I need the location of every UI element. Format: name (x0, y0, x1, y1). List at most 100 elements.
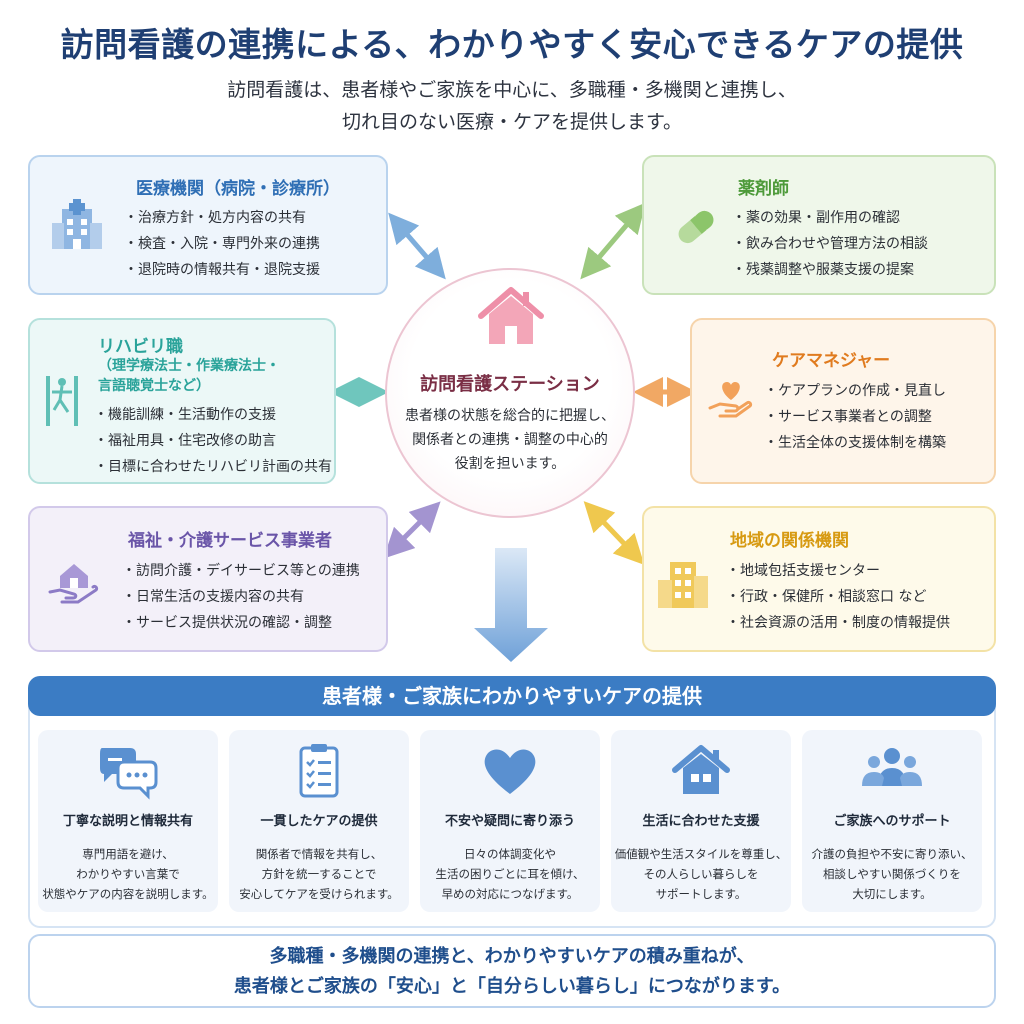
feature-desc-line: 大切にします。 (852, 887, 932, 901)
feature-card: 丁寧な説明と情報共有 専門用語を避け、 わかりやすい言葉で 状態やケアの内容を説… (38, 730, 218, 912)
partner-items: ケアプランの作成・見直し サービス事業者との調整 生活全体の支援体制を構築 (764, 378, 946, 456)
partner-card-caremgr: ケアマネジャー ケアプランの作成・見直し サービス事業者との調整 生活全体の支援… (690, 318, 996, 484)
list-item: 薬の効果・副作用の確認 (732, 205, 928, 231)
feature-desc-line: 早めの対応につなげます。 (441, 887, 579, 901)
partner-subtitle-line: （理学療法士・作業療法士・ (98, 358, 280, 374)
partner-card-pharma: 薬剤師 薬の効果・副作用の確認 飲み合わせや管理方法の相談 残薬調整や服薬支援の… (642, 155, 996, 295)
list-item: 日常生活の支援内容の共有 (122, 584, 360, 610)
partner-card-medical: 医療機関（病院・診療所） 治療方針・処方内容の共有 検査・入院・専門外来の連携 … (28, 155, 388, 295)
feature-desc-line: サポートします。 (655, 887, 747, 901)
feature-desc-line: 状態やケアの内容を説明します。 (42, 887, 214, 901)
parallel-bars-icon (46, 376, 78, 426)
list-item: 機能訓練・生活動作の支援 (94, 402, 332, 428)
list-item: 治療方針・処方内容の共有 (124, 205, 320, 231)
section-band: 患者様・ご家族にわかりやすいケアの提供 (28, 676, 996, 716)
feature-desc-line: 介護の負担や不安に寄り添い、 (811, 847, 973, 861)
hospital-icon (52, 199, 102, 249)
arrow-pharma (580, 202, 646, 280)
partner-items: 訪問介護・デイサービス等との連携 日常生活の支援内容の共有 サービス提供状況の確… (122, 558, 360, 636)
list-item: サービス提供状況の確認・調整 (122, 610, 360, 636)
subtitle-line: 切れ目のない医療・ケアを提供します。 (341, 111, 683, 133)
chat-bubbles-icon (100, 748, 158, 800)
feature-title: 丁寧な説明と情報共有 (62, 814, 193, 829)
closing-line: 多職種・多機関の連携と、わかりやすいケアの積み重ねが、 (269, 946, 755, 967)
partner-name: 福祉・介護サービス事業者 (128, 531, 332, 551)
home-icon (672, 745, 730, 794)
closing-message: 多職種・多機関の連携と、わかりやすいケアの積み重ねが、 患者様とご家族の「安心」… (28, 934, 996, 1008)
list-item: 飲み合わせや管理方法の相談 (732, 231, 928, 257)
feature-desc-line: 価値観や生活スタイルを尊重し、 (614, 847, 788, 861)
page-subtitle: 訪問看護は、患者様やご家族を中心に、多職種・多機関と連携し、 切れ目のない医療・… (0, 74, 1024, 138)
station-desc-line: 関係者との連携・調整の中心的 (412, 432, 608, 448)
list-item: 残薬調整や服薬支援の提案 (732, 257, 928, 283)
list-item: 行政・保健所・相談窓口 など (726, 584, 950, 610)
feature-desc-line: 方針を統一することで (261, 867, 377, 881)
heart-hand-icon (708, 382, 753, 418)
station-desc-line: 役割を担います。 (454, 456, 566, 472)
partner-items: 薬の効果・副作用の確認 飲み合わせや管理方法の相談 残薬調整や服薬支援の提案 (732, 205, 928, 283)
feature-card: 不安や疑問に寄り添う 日々の体調変化や 生活の困りごとに耳を傾け、 早めの対応に… (420, 730, 600, 912)
feature-desc: 日々の体調変化や 生活の困りごとに耳を傾け、 早めの対応につなげます。 (420, 844, 600, 904)
partner-items: 地域包括支援センター 行政・保健所・相談窓口 など 社会資源の活用・制度の情報提… (726, 558, 950, 636)
feature-title: 一貫したケアの提供 (260, 814, 378, 829)
list-item: 検査・入院・専門外来の連携 (124, 231, 320, 257)
down-arrow (474, 548, 548, 662)
partner-subtitle-line: 言語聴覚士など） (98, 378, 210, 394)
feature-card: 一貫したケアの提供 関係者で情報を共有し、 方針を統一することで 安心してケアを… (229, 730, 409, 912)
feature-desc-line: 日々の体調変化や (464, 847, 556, 861)
partner-card-local: 地域の関係機関 地域包括支援センター 行政・保健所・相談窓口 など 社会資源の活… (642, 506, 996, 652)
partner-card-welfare: 福祉・介護サービス事業者 訪問介護・デイサービス等との連携 日常生活の支援内容の… (28, 506, 388, 652)
feature-desc: 価値観や生活スタイルを尊重し、 その人らしい暮らしを サポートします。 (611, 844, 791, 904)
closing-line: 患者様とご家族の「安心」と「自分らしい暮らし」につながります。 (233, 976, 791, 997)
partner-name: 医療機関（病院・診療所） (136, 179, 340, 199)
list-item: 目標に合わせたリハビリ計画の共有 (94, 454, 332, 480)
clipboard-icon (299, 744, 339, 798)
list-item: 地域包括支援センター (726, 558, 950, 584)
list-item: サービス事業者との調整 (764, 404, 946, 430)
family-icon (862, 748, 922, 786)
partner-card-rehab: リハビリ職 （理学療法士・作業療法士・ 言語聴覚士など） 機能訓練・生活動作の支… (28, 318, 336, 484)
feature-desc-line: 安心してケアを受けられます。 (239, 887, 399, 901)
house-hand-icon (48, 564, 99, 604)
capsule-icon (678, 210, 714, 244)
feature-title: 生活に合わせた支援 (642, 814, 760, 829)
station-title: 訪問看護ステーション (420, 374, 600, 395)
partner-subtitle: （理学療法士・作業療法士・ 言語聴覚士など） (98, 356, 280, 396)
feature-desc: 専門用語を避け、 わかりやすい言葉で 状態やケアの内容を説明します。 (38, 844, 218, 904)
list-item: 社会資源の活用・制度の情報提供 (726, 610, 950, 636)
building-icon (658, 562, 708, 608)
arrow-welfare (383, 501, 441, 559)
partner-items: 治療方針・処方内容の共有 検査・入院・専門外来の連携 退院時の情報共有・退院支援 (124, 205, 320, 283)
arrow-local (583, 501, 645, 565)
partner-items: 機能訓練・生活動作の支援 福祉用具・住宅改修の助言 目標に合わせたリハビリ計画の… (94, 402, 332, 480)
list-item: 退院時の情報共有・退院支援 (124, 257, 320, 283)
feature-desc: 介護の負担や不安に寄り添い、 相談しやすい関係づくりを 大切にします。 (802, 844, 982, 904)
station-hub: 訪問看護ステーション 患者様の状態を総合的に把握し、 関係者との連携・調整の中心… (385, 268, 635, 518)
station-desc-line: 患者様の状態を総合的に把握し、 (405, 408, 615, 424)
station-description: 患者様の状態を総合的に把握し、 関係者との連携・調整の中心的 役割を担います。 (387, 404, 633, 476)
arrow-medical (388, 212, 446, 280)
list-item: 福祉用具・住宅改修の助言 (94, 428, 332, 454)
list-item: 生活全体の支援体制を構築 (764, 430, 946, 456)
partner-name: ケアマネジャー (772, 351, 891, 371)
list-item: ケアプランの作成・見直し (764, 378, 946, 404)
feature-title: ご家族へのサポート (833, 814, 951, 829)
heart-icon (484, 749, 536, 794)
partner-name: リハビリ職 (98, 337, 183, 357)
feature-desc-line: わかりやすい言葉で (76, 867, 180, 881)
house-icon (478, 287, 544, 344)
feature-desc-line: 専門用語を避け、 (82, 847, 174, 861)
feature-card: 生活に合わせた支援 価値観や生活スタイルを尊重し、 その人らしい暮らしを サポー… (611, 730, 791, 912)
feature-desc-line: 生活の困りごとに耳を傾け、 (435, 867, 585, 881)
subtitle-line: 訪問看護は、患者様やご家族を中心に、多職種・多機関と連携し、 (227, 79, 797, 101)
partner-name: 地域の関係機関 (730, 531, 849, 551)
feature-desc-line: 相談しやすい関係づくりを (823, 867, 961, 881)
page-title: 訪問看護の連携による、わかりやすく安心できるケアの提供 (60, 25, 964, 64)
feature-desc-line: 関係者で情報を共有し、 (255, 847, 383, 861)
partner-name: 薬剤師 (738, 179, 789, 199)
feature-card: ご家族へのサポート 介護の負担や不安に寄り添い、 相談しやすい関係づくりを 大切… (802, 730, 982, 912)
feature-title: 不安や疑問に寄り添う (444, 814, 575, 829)
feature-desc-line: その人らしい暮らしを (643, 867, 759, 881)
list-item: 訪問介護・デイサービス等との連携 (122, 558, 360, 584)
